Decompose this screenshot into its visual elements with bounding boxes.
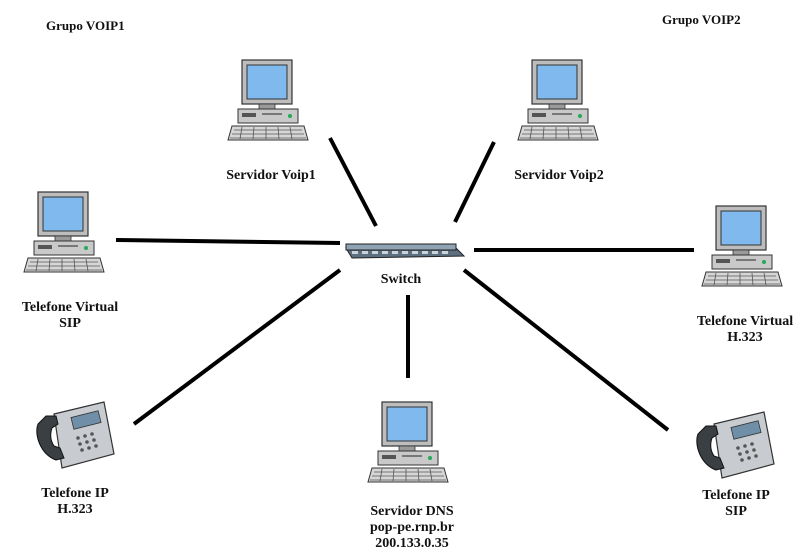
label-line: Telefone IP [702,488,770,503]
label-servidor-voip2: Servidor Voip2 [504,168,614,184]
label-line: Servidor DNS [370,504,454,519]
label-text: Servidor Voip1 [226,168,316,183]
label-switch: Switch [356,272,446,288]
switch-icon [345,243,466,259]
label-telefone-ip-h323: Telefone IP H.323 [20,486,130,518]
label-telefone-virtual-sip: Telefone Virtual SIP [2,300,138,332]
link-switch-ip-h323 [132,268,342,426]
link-switch-voip2 [453,141,496,223]
label-telefone-ip-sip: Telefone IP SIP [681,488,791,520]
label-line: 200.133.0.35 [375,536,449,551]
label-line: pop-pe.rnp.br [369,520,455,535]
label-line: Telefone IP [41,486,109,501]
group-label-voip2: Grupo VOIP2 [662,12,741,27]
link-switch-voip1 [328,137,378,227]
label-line: H.323 [57,502,93,517]
computer-icon-servidor-dns [367,401,449,483]
computer-icon-telefone-virtual-h323 [701,205,783,287]
label-line: SIP [725,504,747,519]
computer-icon-telefone-virtual-sip [23,191,105,273]
label-line: Telefone Virtual [21,300,119,315]
label-servidor-dns: Servidor DNS pop-pe.rnp.br 200.133.0.35 [352,504,472,552]
group-label-voip1: Grupo VOIP1 [46,18,125,33]
label-line: SIP [59,316,81,331]
computer-icon-servidor-voip1 [227,59,309,141]
ip-phone-icon-sip [696,411,775,479]
link-switch-virtual-sip [115,238,341,245]
label-line: Telefone Virtual [696,314,794,329]
label-text: Switch [380,272,422,287]
computer-icon-servidor-voip2 [517,59,599,141]
ip-phone-icon-h323 [36,401,115,469]
label-text: Servidor Voip2 [514,168,604,183]
label-telefone-virtual-h323: Telefone Virtual H.323 [680,314,805,346]
connection-lines [115,137,694,432]
label-servidor-voip1: Servidor Voip1 [216,168,326,184]
label-line: H.323 [727,330,763,345]
link-switch-ip-sip [462,268,670,432]
